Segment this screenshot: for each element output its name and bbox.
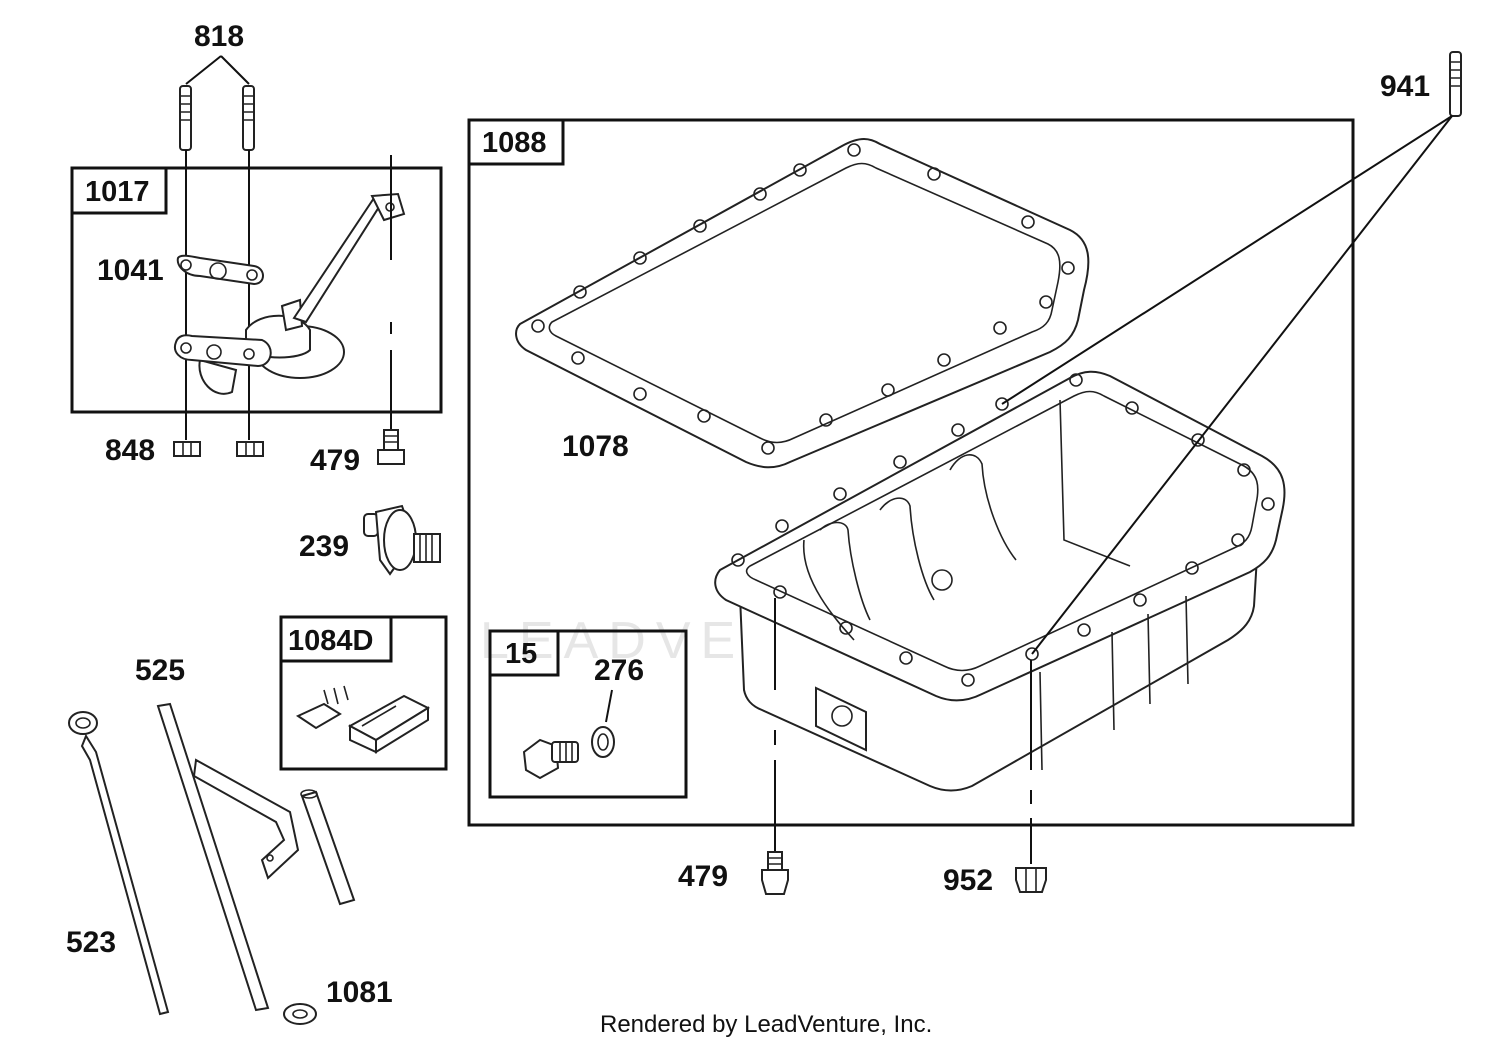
stud-818-part — [179, 55, 255, 440]
nut-848-part — [173, 441, 264, 457]
label-276: 276 — [594, 654, 644, 687]
group-label-1084d: 1084D — [288, 625, 373, 657]
label-523: 523 — [66, 926, 116, 959]
tube-seal-part — [283, 1003, 317, 1025]
oil-pump-part — [174, 192, 406, 395]
pan-nut-part — [1015, 867, 1047, 893]
group-box-1017: 1017 — [70, 166, 443, 414]
label-239: 239 — [299, 530, 349, 563]
label-525: 525 — [135, 654, 185, 687]
label-479-lower: 479 — [678, 860, 728, 893]
label-941: 941 — [1380, 70, 1430, 103]
oil-pan-part — [714, 370, 1286, 792]
group-box-1088: 1088 — [467, 118, 1355, 827]
label-1041: 1041 — [97, 254, 164, 287]
group-box-15: 15 — [488, 629, 688, 799]
group-box-1084d: 1084D — [279, 615, 448, 771]
label-1078: 1078 — [562, 430, 629, 463]
dipstick-part — [68, 711, 170, 1016]
pump-screw-part — [377, 429, 405, 465]
footer-credit: Rendered by LeadVenture, Inc. — [600, 1011, 932, 1038]
label-848: 848 — [105, 434, 155, 467]
group-label-1088: 1088 — [482, 127, 547, 159]
pan-stud-941-part — [1001, 51, 1462, 655]
oil-sensor-part — [363, 504, 441, 576]
label-1081: 1081 — [326, 976, 393, 1009]
label-818: 818 — [194, 20, 244, 53]
fill-tube-part — [156, 702, 356, 1012]
label-479-upper: 479 — [310, 444, 360, 477]
pan-gasket-part — [515, 138, 1090, 469]
label-952: 952 — [943, 864, 993, 897]
pump-gasket-part — [176, 254, 264, 286]
group-label-1017: 1017 — [85, 176, 150, 208]
group-label-15: 15 — [505, 638, 537, 670]
pan-screw-part — [761, 851, 789, 895]
